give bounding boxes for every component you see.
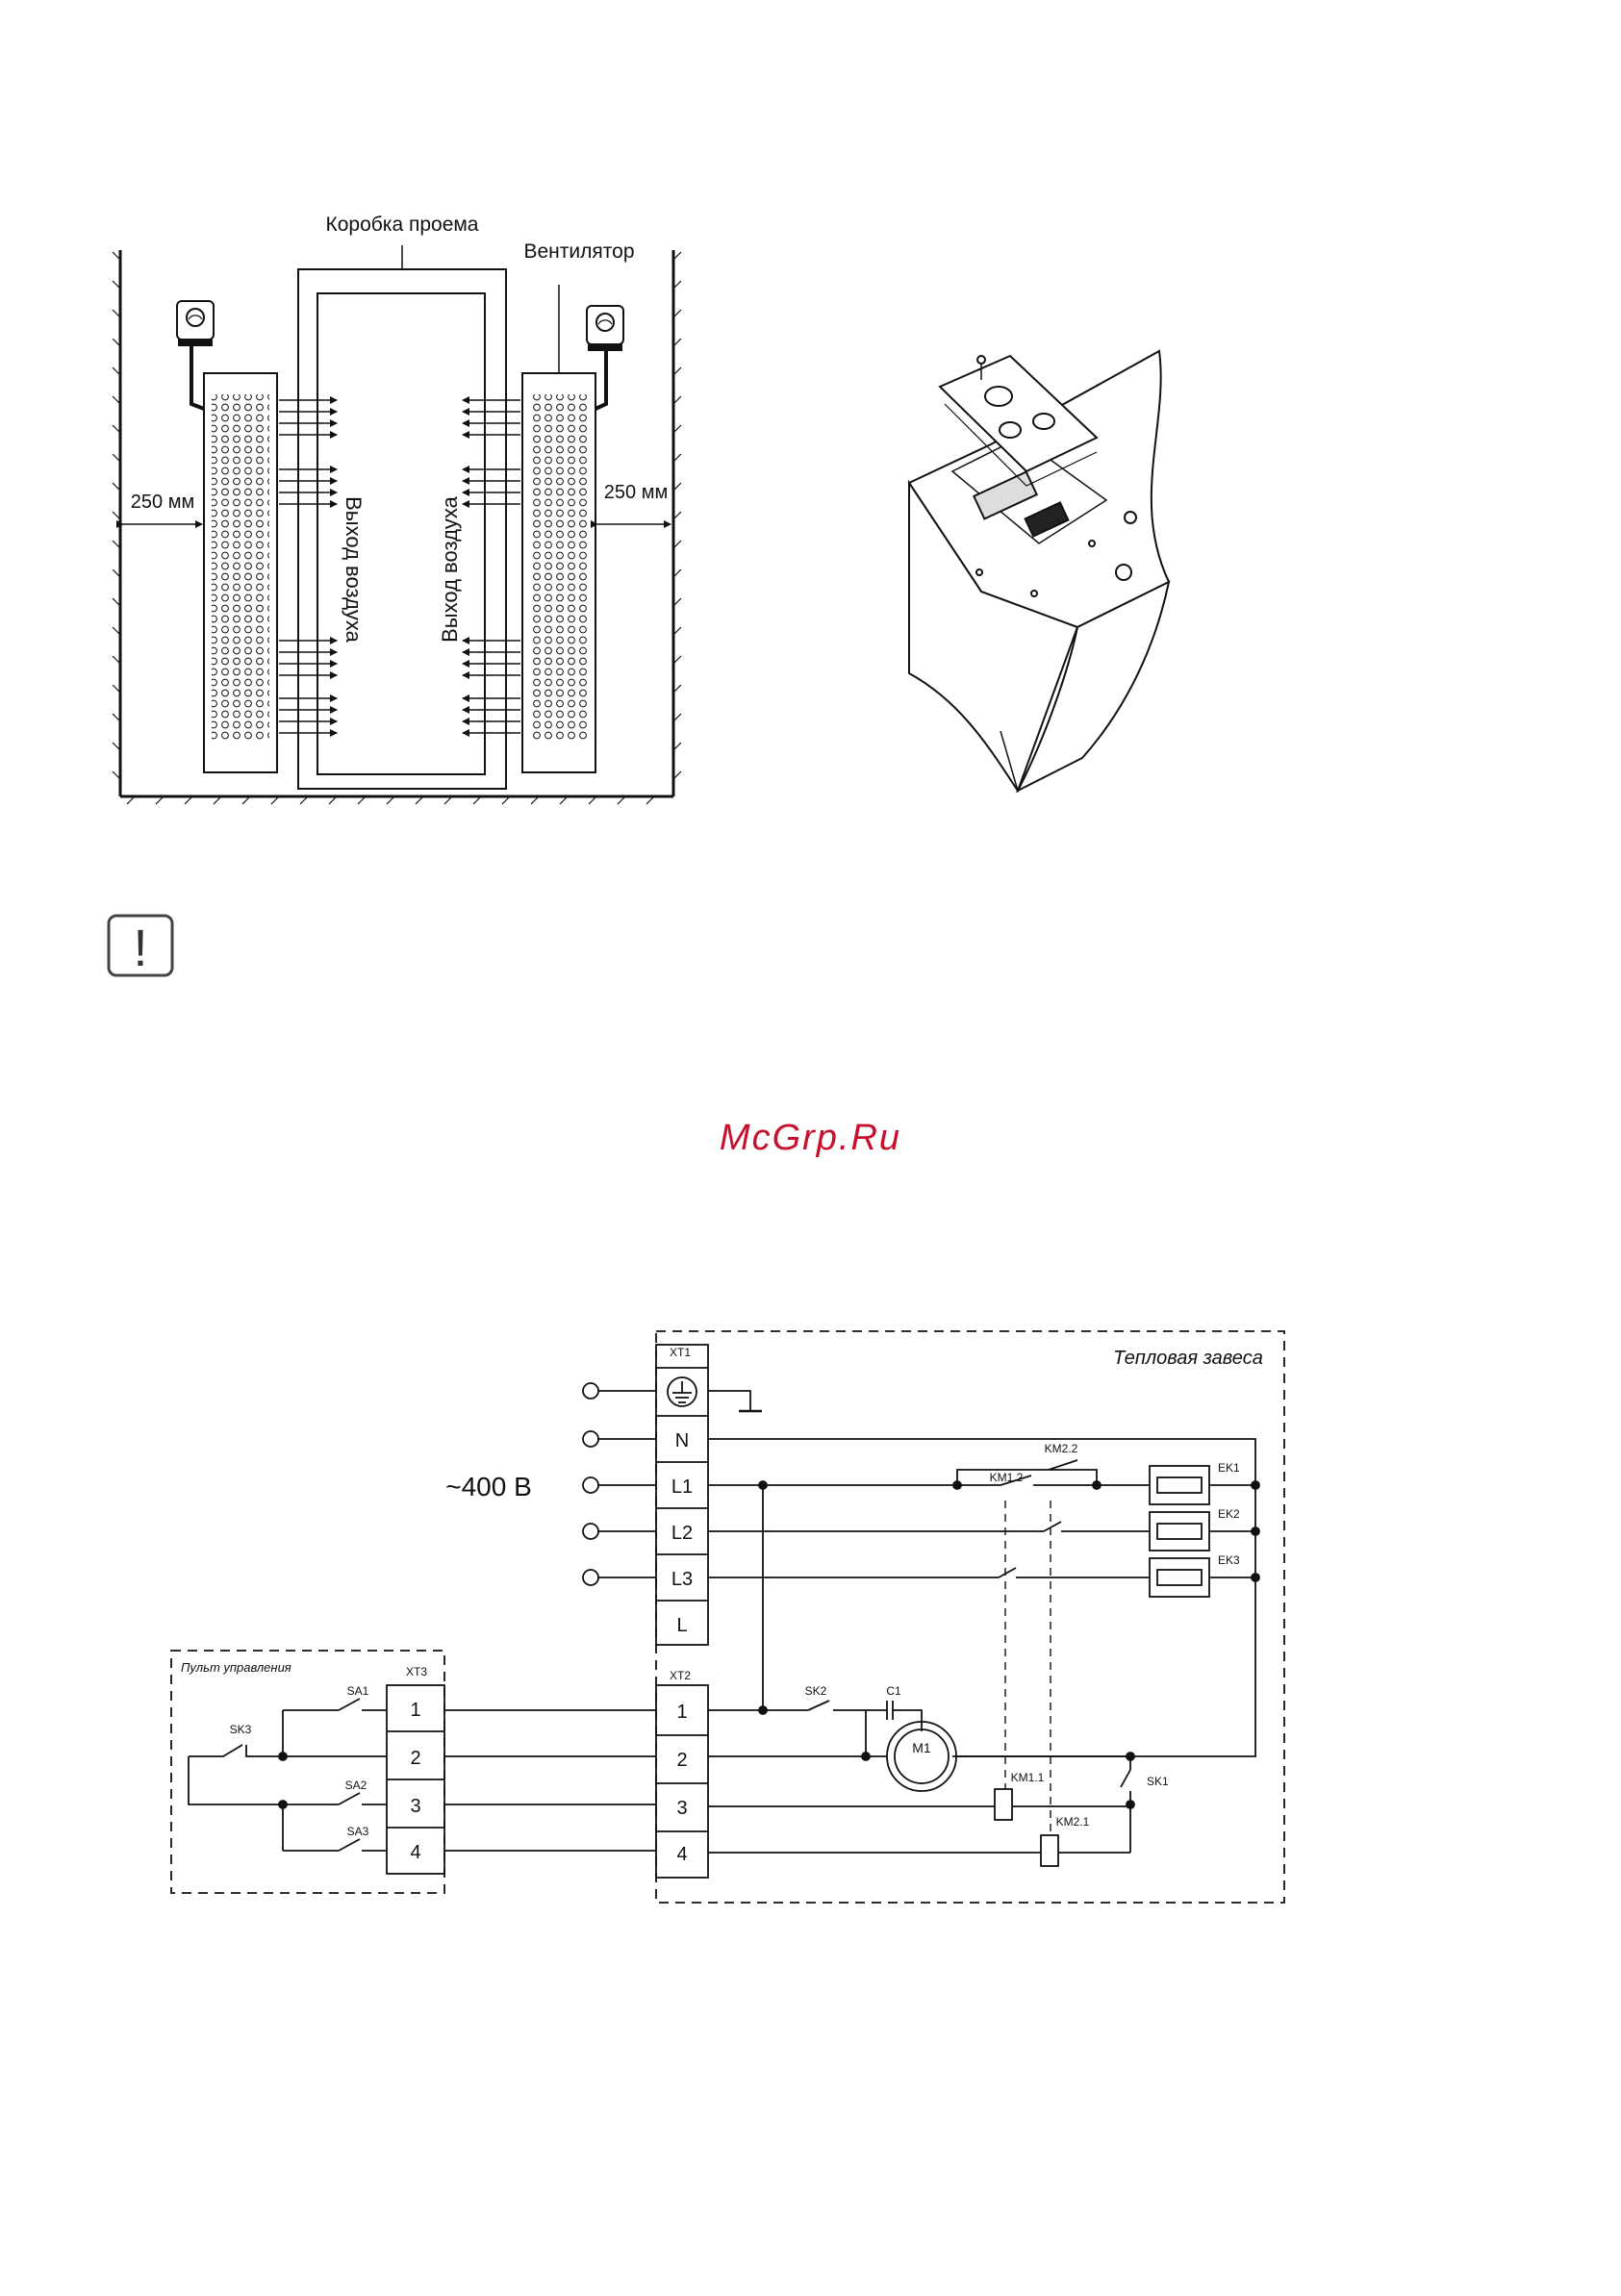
- xt1-terminal-l2: L2: [671, 1523, 693, 1544]
- left-thermostat-icon: [177, 301, 214, 409]
- xt3-label: XT3: [406, 1665, 427, 1678]
- left-clearance-label: 250 мм: [131, 492, 194, 513]
- fan-label: Вентилятор: [524, 240, 635, 263]
- xt2-label: XT2: [670, 1669, 691, 1682]
- left-unit-grille: [212, 394, 269, 741]
- km22-label: KM2.2: [1045, 1442, 1078, 1455]
- sa2-label: SA2: [345, 1779, 367, 1792]
- input-pe: [583, 1383, 598, 1399]
- ek2-label: EK2: [1218, 1507, 1240, 1521]
- control-panel-label: Пульт управления: [181, 1660, 291, 1675]
- door-frame-outer: [298, 269, 506, 789]
- supply-inputs: [583, 1383, 656, 1585]
- km11-coil: [995, 1789, 1012, 1820]
- km12-label: KM1.2: [990, 1471, 1024, 1484]
- km11-label: KM1.1: [1011, 1771, 1045, 1784]
- sk3-label: SK3: [230, 1723, 252, 1736]
- wiring-diagram: [171, 1331, 1284, 1903]
- sk2-label: SK2: [805, 1684, 827, 1698]
- unit-terminal-cover-drawing: [909, 351, 1169, 791]
- voltage-label: ~400 В: [445, 1472, 532, 1501]
- ground-icon: [668, 1377, 697, 1406]
- xt3-terminal-1: 1: [410, 1700, 420, 1721]
- c1-label: C1: [886, 1684, 901, 1698]
- km21-coil: [1041, 1835, 1058, 1866]
- xt2-terminal-1: 1: [676, 1702, 687, 1723]
- xt2-terminal-3: 3: [676, 1798, 687, 1819]
- heater-elements: [1150, 1466, 1259, 1597]
- ek1-label: EK1: [1218, 1461, 1240, 1475]
- xt1-terminal-n: N: [675, 1430, 689, 1451]
- left-air-outlet-label: Выход воздуха: [342, 496, 366, 643]
- input-l3: [583, 1570, 598, 1585]
- xt1-terminal-l3: L3: [671, 1569, 693, 1590]
- xt2-terminal-2: 2: [676, 1750, 687, 1771]
- right-unit-grille: [530, 394, 588, 741]
- xt3-terminal-3: 3: [410, 1796, 420, 1817]
- xt1-terminal-l: L: [676, 1615, 687, 1636]
- km21-label: KM2.1: [1056, 1815, 1090, 1829]
- neutral-line: [708, 1439, 1255, 1756]
- installation-diagram: [113, 245, 681, 804]
- exclamation-icon: !: [133, 920, 147, 977]
- ek3-label: EK3: [1218, 1553, 1240, 1567]
- right-thermostat-icon: [587, 306, 623, 409]
- right-clearance-label: 250 мм: [604, 482, 668, 503]
- input-l2: [583, 1524, 598, 1539]
- xt1-terminal-l1: L1: [671, 1476, 693, 1498]
- sk1-label: SK1: [1147, 1775, 1169, 1788]
- m1-label: M1: [912, 1740, 931, 1755]
- door-frame-label: Коробка проема: [326, 214, 479, 236]
- warning-box: !: [109, 916, 172, 977]
- heat-curtain-enclosure: [656, 1331, 1284, 1903]
- input-l1: [583, 1477, 598, 1493]
- heat-curtain-label: Тепловая завеса: [1113, 1348, 1263, 1369]
- control-panel-enclosure: [171, 1651, 444, 1893]
- xt1-label: XT1: [670, 1346, 691, 1359]
- left-air-arrows: [279, 400, 337, 733]
- xt3-terminal-2: 2: [410, 1748, 420, 1769]
- watermark: McGrp.Ru: [0, 1118, 1621, 1159]
- xt2-terminal-4: 4: [676, 1844, 687, 1865]
- sa3-label: SA3: [347, 1825, 369, 1838]
- right-air-outlet-label: Выход воздуха: [438, 495, 462, 643]
- input-n: [583, 1431, 598, 1447]
- xt3-terminal-4: 4: [410, 1842, 420, 1863]
- sa1-label: SA1: [347, 1684, 369, 1698]
- right-air-arrows: [463, 400, 520, 733]
- motor-m1: [887, 1722, 956, 1791]
